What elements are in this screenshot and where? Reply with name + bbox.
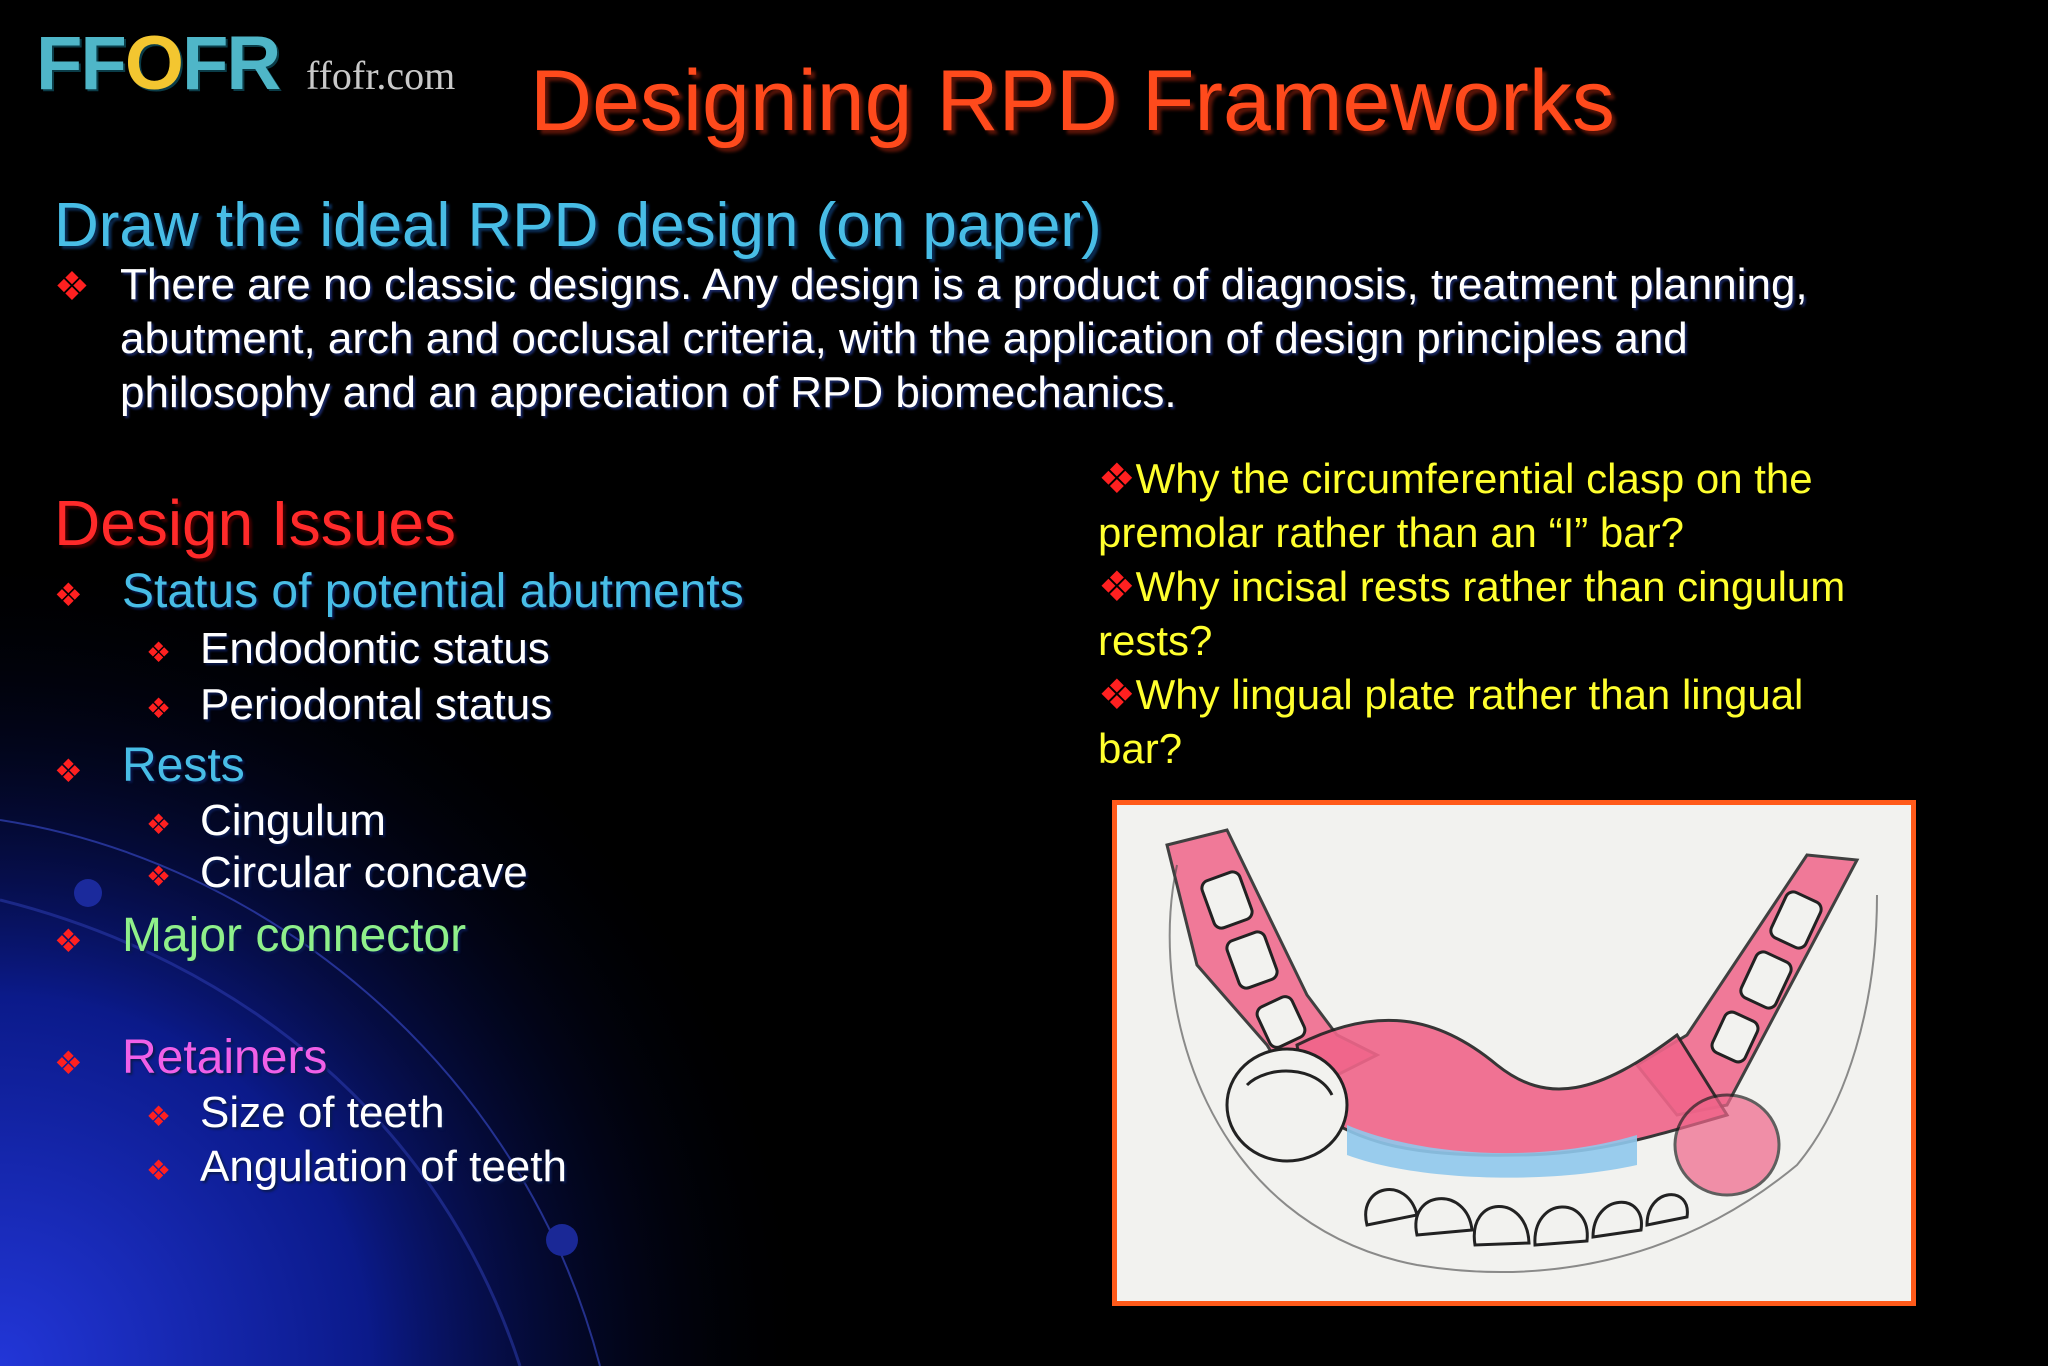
logo-accent: O [124, 21, 184, 106]
sub-bullet-icon: ❖ [146, 861, 172, 892]
sub-bullet-icon: ❖ [146, 637, 172, 668]
issue-endodontic: Endodontic status [200, 624, 550, 673]
slide-title: Designing RPD Frameworks [530, 53, 1615, 149]
bullet-icon: ❖ [54, 753, 83, 789]
sub-bullet-icon: ❖ [146, 809, 172, 840]
question-bullet-icon: ❖ [1098, 455, 1136, 502]
rpd-framework-drawing [1117, 805, 1911, 1301]
bullet-icon: ❖ [54, 577, 83, 613]
issue-cingulum: Cingulum [200, 796, 386, 845]
sub-bullet-icon: ❖ [146, 1155, 172, 1186]
issue-angulation: Angulation of teeth [200, 1142, 567, 1191]
rpd-design-photo [1112, 800, 1916, 1306]
logo-left: FF [36, 21, 127, 106]
issue-circular-concave: Circular concave [200, 848, 528, 897]
intro-text: There are no classic designs. Any design… [120, 260, 1808, 417]
logo-right: FR [181, 21, 281, 106]
question-1: ❖Why the circumferential clasp on the pr… [1098, 455, 1813, 556]
sub-bullet-icon: ❖ [146, 1101, 172, 1132]
bullet-icon: ❖ [54, 923, 83, 959]
site-url[interactable]: ffofr.com [306, 53, 456, 98]
issue-periodontal: Periodontal status [200, 680, 553, 729]
sub-bullet-icon: ❖ [146, 693, 172, 724]
design-issues-heading: Design Issues [54, 487, 456, 559]
design-questions: ❖Why the circumferential clasp on the pr… [1098, 452, 1878, 776]
question-3: ❖Why lingual plate rather than lingual b… [1098, 671, 1804, 772]
question-bullet-icon: ❖ [1098, 671, 1136, 718]
ffofr-logo[interactable]: FFOFR [36, 26, 281, 102]
issue-size-of-teeth: Size of teeth [200, 1088, 445, 1137]
question-2: ❖Why incisal rests rather than cingulum … [1098, 563, 1846, 664]
issue-retainers: Retainers [122, 1031, 328, 1084]
bullet-icon: ❖ [54, 1045, 83, 1081]
issue-abutments: Status of potential abutments [122, 565, 744, 618]
intro-heading: Draw the ideal RPD design (on paper) [54, 191, 1102, 260]
issue-rests: Rests [122, 739, 245, 792]
issue-major-connector: Major connector [122, 909, 467, 962]
question-bullet-icon: ❖ [1098, 563, 1136, 610]
intro-bullet-icon: ❖ [54, 265, 90, 309]
